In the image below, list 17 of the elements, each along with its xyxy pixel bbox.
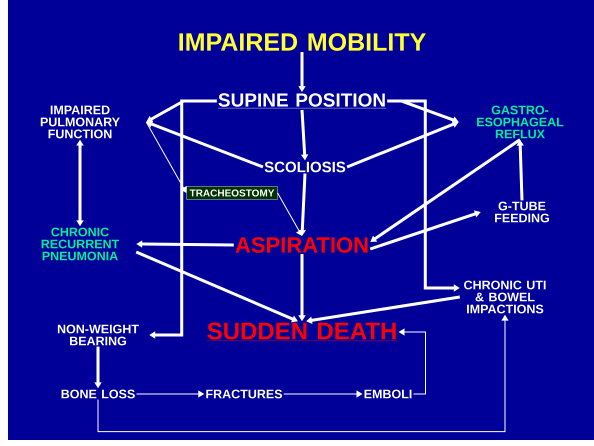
concept-text: IMPAIRED PULMONARY FUNCTION [40,106,120,138]
title-text: IMPAIRED MOBILITY [179,33,426,51]
concept-text: CHRONIC RECURRENT PNEUMONIA [42,228,120,260]
label-box: TRACHEOSTOMY [186,186,278,200]
concept-text: BONE LOSS [62,390,135,398]
concept-text: SUPINE POSITION [218,93,386,108]
concept-text: CHRONIC UTI & BOWEL IMPACTIONS [464,280,546,314]
concept-text: G-TUBE FEEDING [495,202,549,222]
concept-text: NON-WEIGHT BEARING [58,324,139,346]
concept-text: GASTRO- ESOPHAGEAL REFLUX [477,106,564,138]
concept-text: SCOLIOSIS [264,162,346,172]
arrow [277,192,302,236]
concept-text: SUDDEN DEATH [206,322,398,342]
concept-text: ASPIRATION [236,237,368,253]
concept-text: EMBOLI [364,390,412,398]
arrow [146,122,187,193]
concept-text: FRACTURES [206,390,282,398]
